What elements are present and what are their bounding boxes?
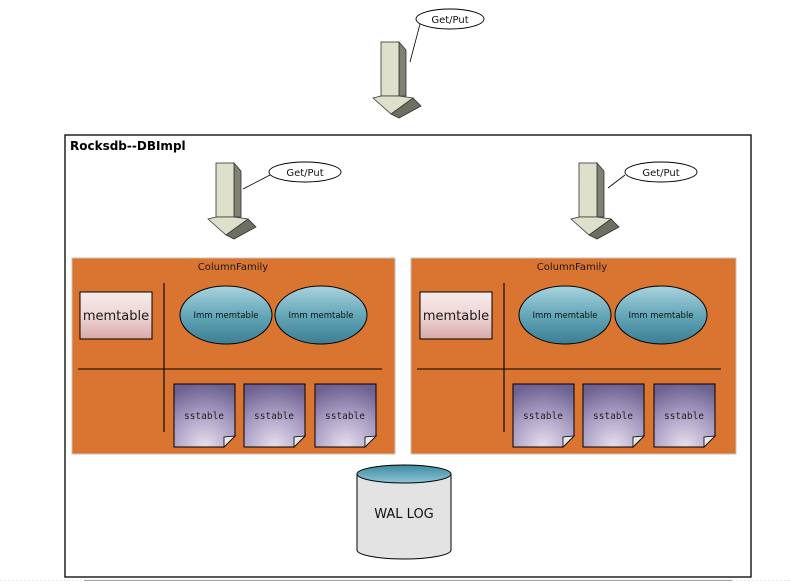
svg-text:memtable: memtable (423, 309, 489, 324)
imm-memtable: Imm memtable (179, 285, 273, 345)
svg-text:sstable: sstable (325, 411, 365, 422)
svg-text:Imm memtable: Imm memtable (288, 311, 353, 321)
svg-text:sstable: sstable (664, 411, 704, 422)
sstable: sstable (173, 383, 237, 448)
imm-memtable: Imm memtable (614, 285, 708, 345)
column-family-2: ColumnFamily memtable Imm memtable Imm m… (410, 257, 737, 455)
database-icon (356, 464, 452, 484)
wal-log-label: WAL LOG (374, 507, 434, 522)
cf1-request: Get/Put (207, 161, 342, 240)
imm-memtable: Imm memtable (274, 285, 368, 345)
get-put-label: Get/Put (642, 168, 679, 179)
svg-text:Imm memtable: Imm memtable (532, 311, 597, 321)
sstable: sstable (582, 383, 646, 448)
get-put-callout (415, 8, 485, 30)
svg-text:Imm memtable: Imm memtable (628, 311, 693, 321)
svg-text:memtable: memtable (83, 309, 149, 324)
svg-text:sstable: sstable (184, 411, 224, 422)
wal-log: WAL LOG (356, 464, 452, 560)
svg-text:sstable: sstable (593, 411, 633, 422)
outer-request: Get/Put (372, 8, 485, 119)
dbimpl-title: Rocksdb--DBImpl (70, 139, 186, 153)
cf2-request: Get/Put (570, 161, 698, 240)
sstable: sstable (653, 383, 717, 448)
down-arrow-icon (372, 41, 422, 119)
sstable: sstable (243, 383, 307, 448)
svg-text:sstable: sstable (523, 411, 563, 422)
column-family-1: ColumnFamily memtable Imm memtable Imm m… (71, 257, 396, 455)
get-put-label: Get/Put (431, 15, 468, 26)
memtable: memtable (79, 291, 153, 340)
get-put-label: Get/Put (286, 168, 323, 179)
imm-memtable: Imm memtable (518, 285, 612, 345)
svg-text:Imm memtable: Imm memtable (193, 311, 258, 321)
sstable: sstable (512, 383, 576, 448)
get-put-callout (624, 161, 698, 183)
column-family-title: ColumnFamily (537, 262, 608, 273)
memtable: memtable (419, 291, 493, 340)
svg-text:sstable: sstable (254, 411, 294, 422)
get-put-callout (268, 161, 342, 183)
column-family-title: ColumnFamily (198, 262, 269, 273)
sstable: sstable (314, 383, 378, 448)
